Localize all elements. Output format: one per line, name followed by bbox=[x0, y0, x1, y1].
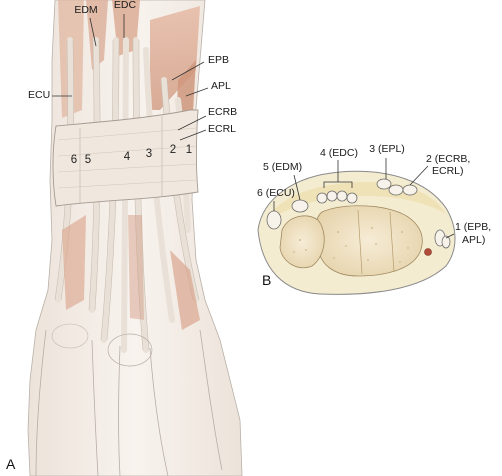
label-edm: EDM bbox=[74, 4, 98, 16]
label-apl: APL bbox=[211, 80, 231, 92]
interosseous-2 bbox=[128, 215, 144, 320]
label-compartment-2-line1: 2 (ECRB, bbox=[426, 153, 471, 165]
label-compartment-6: 6 (ECU) bbox=[257, 187, 295, 199]
muscle-edm bbox=[86, 0, 108, 70]
label-ecrb: ECRB bbox=[208, 106, 238, 118]
compartment-number-2: 2 bbox=[169, 144, 177, 156]
ulna-section bbox=[279, 215, 325, 269]
bone-divider bbox=[389, 211, 395, 273]
leader-lines-b bbox=[273, 158, 455, 239]
compartment-tendons bbox=[266, 178, 451, 249]
label-epb: EPB bbox=[208, 54, 230, 66]
label-compartment-4: 4 (EDC) bbox=[320, 147, 358, 159]
bone-texture bbox=[293, 226, 409, 263]
panel-letter-b: B bbox=[262, 272, 272, 288]
compartment-number-6: 6 bbox=[70, 154, 78, 166]
label-compartment-2-line2: ECRL) bbox=[432, 165, 464, 177]
knuckle bbox=[51, 323, 89, 349]
compartment-number-1: 1 bbox=[185, 144, 193, 156]
compartment-number-3: 3 bbox=[145, 148, 153, 160]
panel-a-hand bbox=[27, 0, 243, 476]
label-compartment-3: 3 (EPL) bbox=[369, 143, 405, 155]
panel-letter-a: A bbox=[6, 456, 16, 472]
leader-lines-a bbox=[52, 14, 209, 141]
label-compartment-1-line2: APL) bbox=[462, 234, 486, 246]
bone-divider bbox=[357, 209, 363, 275]
retinaculum-fibers bbox=[57, 127, 197, 189]
label-edc: EDC bbox=[113, 0, 137, 11]
label-ecu: ECU bbox=[28, 89, 51, 101]
finger-outlines bbox=[35, 329, 223, 476]
label-compartment-5: 5 (EDM) bbox=[263, 161, 303, 173]
label-compartment-1-line1: 1 (EPB, bbox=[455, 221, 492, 233]
interosseous-1 bbox=[62, 215, 86, 310]
radial-artery bbox=[424, 248, 432, 256]
label-ecrl: ECRL bbox=[208, 123, 237, 135]
panel-b-cross-section bbox=[257, 158, 456, 295]
interosseous-3 bbox=[170, 250, 200, 330]
compartment-number-5: 5 bbox=[84, 154, 92, 166]
knuckle bbox=[107, 333, 153, 367]
radius-section bbox=[315, 205, 423, 277]
compartment-number-4: 4 bbox=[123, 151, 131, 163]
